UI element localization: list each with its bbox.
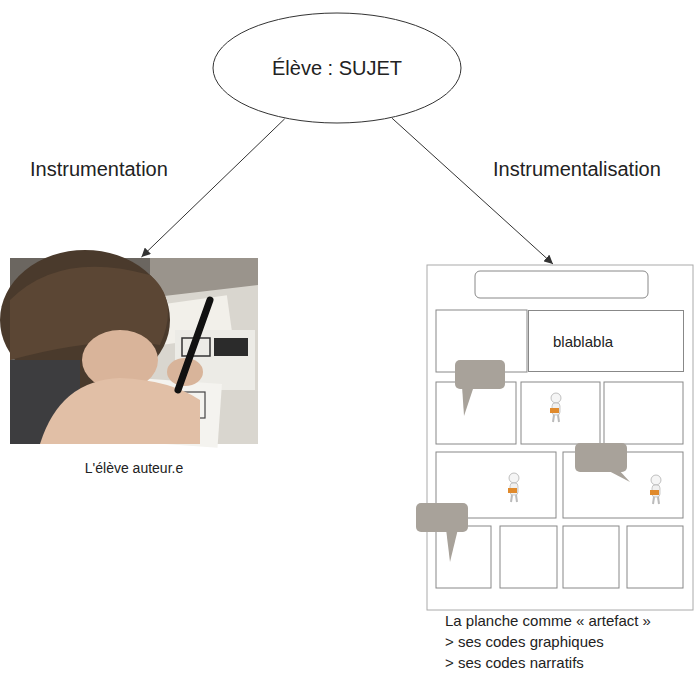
pupil-photo [0, 250, 258, 448]
node-text: L'élève auteur.e [10, 460, 258, 476]
edge-label: Instrumentation [28, 158, 170, 181]
photo-node: L'élève auteur.e [10, 258, 258, 476]
subject-ellipse: Élève : SUJET [212, 12, 462, 124]
comic-page [427, 265, 693, 610]
node-text: blablabla [553, 333, 613, 350]
node-text: > ses codes graphiques [445, 633, 604, 650]
edge-label: Instrumentalisation [491, 158, 663, 181]
arrow-connector [392, 118, 553, 264]
node-text: Élève : SUJET [212, 12, 462, 124]
node-text: La planche comme « artefact » [445, 612, 651, 629]
arrow-connector [141, 119, 284, 257]
text-panel: blablabla [528, 310, 684, 372]
figurines [508, 393, 661, 504]
speech-balloons [416, 360, 630, 562]
node-text: > ses codes narratifs [445, 654, 584, 671]
comic-page-node: La planche comme « artefact » > ses codes… [427, 265, 695, 671]
